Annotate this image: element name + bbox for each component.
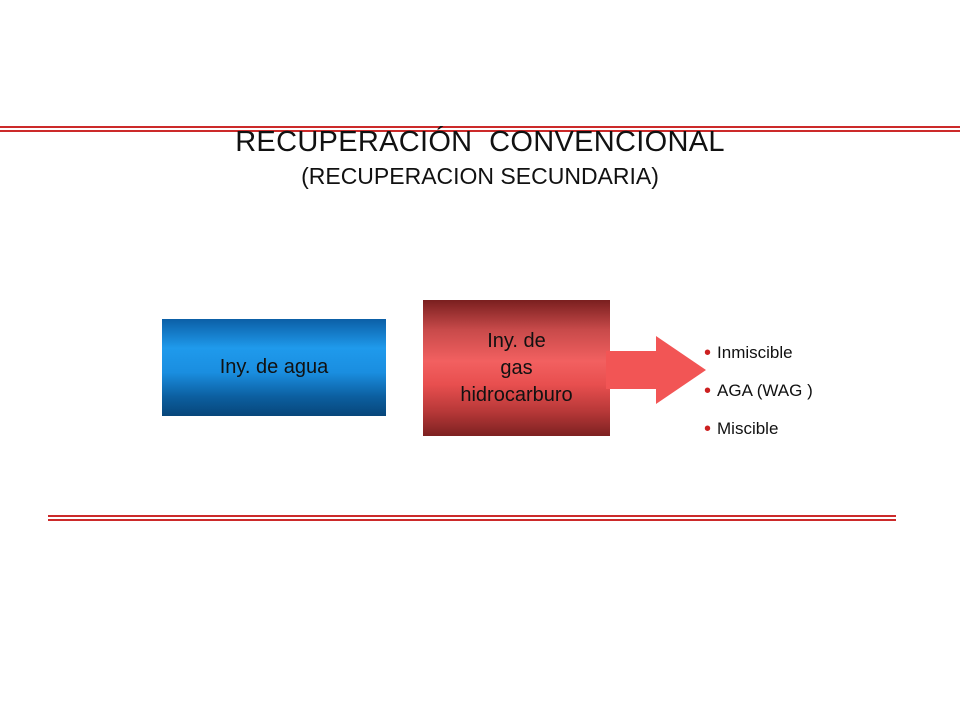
water-injection-box: Iny. de agua xyxy=(162,319,386,416)
bottom-divider xyxy=(48,515,896,523)
list-item: • AGA (WAG ) xyxy=(704,372,813,410)
list-item: • Inmiscible xyxy=(704,334,813,372)
list-item: • Miscible xyxy=(704,410,813,448)
bullet-icon: • xyxy=(704,341,712,364)
right-arrow-icon xyxy=(606,336,706,404)
bullet-icon: • xyxy=(704,417,712,440)
bullet-icon: • xyxy=(704,379,712,402)
option-label: Inmiscible xyxy=(717,343,793,362)
option-label: Miscible xyxy=(717,419,779,438)
page-title: RECUPERACIÓN CONVENCIONAL xyxy=(235,126,725,158)
top-divider xyxy=(0,126,960,134)
page-subtitle: (RECUPERACION SECUNDARIA) xyxy=(301,163,659,189)
gas-injection-options-list: • Inmiscible • AGA (WAG ) • Miscible xyxy=(704,334,813,448)
gas-injection-box: Iny. de gas hidrocarburo xyxy=(423,300,610,436)
option-label: AGA (WAG ) xyxy=(717,381,813,400)
